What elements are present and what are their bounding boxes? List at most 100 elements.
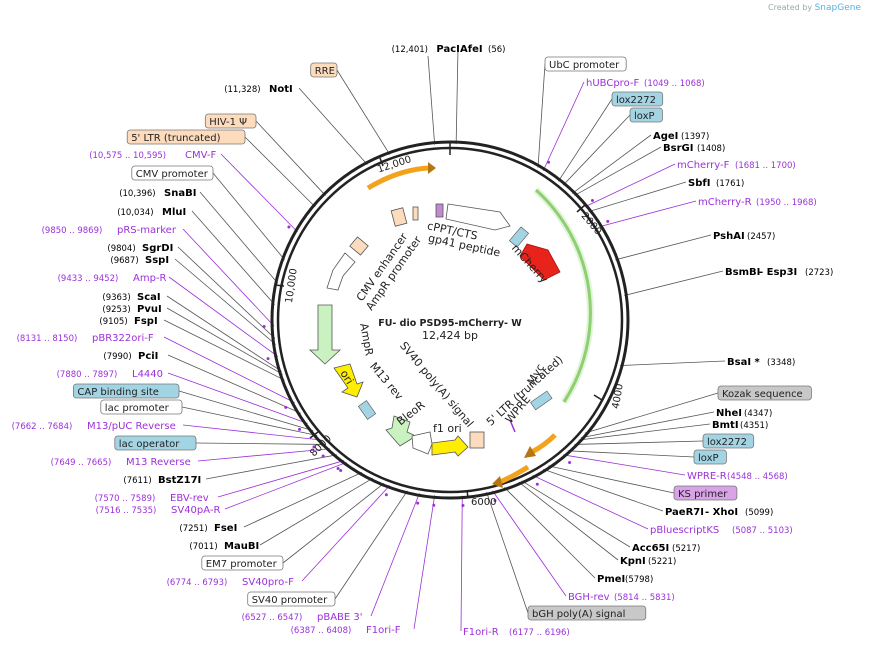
map-label-rre[interactable]: RRE <box>310 62 338 78</box>
map-label-mluI[interactable]: (10,034)MluI <box>117 207 186 218</box>
map-label-pshAI[interactable]: PshAI(2457) <box>713 231 775 242</box>
connector-line <box>166 307 283 375</box>
label-box <box>114 435 197 451</box>
map-label-ebvrev[interactable]: (7570 .. 7589)EBV-rev <box>95 493 209 504</box>
map-label-m13puc[interactable]: (7662 .. 7684)M13/pUC Reverse <box>12 421 176 432</box>
feature-label-bleor: BleoR <box>394 398 427 428</box>
connector-line <box>486 492 529 614</box>
map-label-mchr[interactable]: mCherry-R(1950 .. 1968) <box>698 197 817 208</box>
map-label-bstZ17I[interactable]: (7611)BstZ17I <box>123 475 201 486</box>
label-text: (7011) <box>189 542 217 552</box>
map-label-l4440[interactable]: (7880 .. 7897)L4440 <box>57 369 163 380</box>
map-label-lox1[interactable]: lox2272 <box>611 91 664 107</box>
connector-line <box>205 454 337 480</box>
map-label-wprer[interactable]: WPRE-R(4548 .. 4568) <box>687 471 788 482</box>
primer-mark <box>493 498 497 502</box>
map-label-sbfI[interactable]: SbfI(1761) <box>688 178 744 189</box>
label-text: NheI <box>716 408 742 419</box>
map-label-lacp[interactable]: lac promoter <box>100 399 183 415</box>
map-label-pmeI[interactable]: PmeI(5798) <box>597 574 653 585</box>
map-label-snaBI[interactable]: (10,396)SnaBI <box>119 188 196 199</box>
connector-line <box>413 495 436 630</box>
connector-line <box>167 372 308 424</box>
map-label-kozak[interactable]: Kozak sequence <box>717 385 812 401</box>
map-label-pvuI[interactable]: (9253)PvuI <box>102 304 161 315</box>
primer-mark <box>416 501 420 505</box>
label-text: M13 Reverse <box>126 457 191 468</box>
map-label-mauBI[interactable]: (7011)MauBI <box>189 541 259 552</box>
map-label-bsrgI[interactable]: BsrGI(1408) <box>663 143 725 154</box>
label-text: FspI <box>134 316 158 327</box>
map-label-pbabe[interactable]: (6527 .. 6547)pBABE 3' <box>242 612 363 623</box>
primer-mark <box>432 503 436 507</box>
label-text: (10,396) <box>119 189 155 199</box>
map-label-cmvp[interactable]: CMV promoter <box>131 165 214 181</box>
label-text: (8131 .. 8150) <box>17 334 78 344</box>
map-label-prsm[interactable]: (9850 .. 9869)pRS-marker <box>42 225 177 236</box>
map-label-fspI[interactable]: (9105)FspI <box>99 316 157 327</box>
map-label-ltr5[interactable]: 5' LTR (truncated) <box>126 129 246 145</box>
map-label-pblks[interactable]: pBluescriptKS(5087 .. 5103) <box>650 525 793 536</box>
label-text: (7611) <box>123 476 151 486</box>
label-text: (5798) <box>625 575 653 585</box>
map-label-afeI[interactable]: AfeI(56) <box>460 44 505 55</box>
map-label-pciI[interactable]: (7990)PciI <box>103 351 158 362</box>
map-label-paeR7I[interactable]: PaeR7I- XhoI(5099) <box>665 507 773 518</box>
map-label-nheI[interactable]: NheI(4347) <box>716 408 772 419</box>
map-label-loxp1[interactable]: loxP <box>629 107 663 123</box>
map-label-fseI[interactable]: (7251)FseI <box>179 523 237 534</box>
connector-line <box>167 354 301 414</box>
map-label-sgrDI[interactable]: (9804)SgrDI <box>107 243 173 254</box>
map-label-bghpa[interactable]: bGH poly(A) signal <box>527 605 647 621</box>
connector-line <box>168 276 279 357</box>
map-label-bmtI[interactable]: BmtI(4351) <box>712 420 768 431</box>
orange-arrow-right1-head <box>524 446 536 458</box>
map-label-sspI[interactable]: (9687)SspI <box>110 255 169 266</box>
map-label-lacop[interactable]: lac operator <box>114 435 197 451</box>
map-label-ubc[interactable]: UbC promoter <box>544 56 627 72</box>
map-label-f1orif[interactable]: (6387 .. 6408)F1ori-F <box>291 625 401 636</box>
map-label-mchf[interactable]: mCherry-F(1681 .. 1700) <box>677 160 796 171</box>
connector-line <box>182 228 275 327</box>
map-label-acc65I[interactable]: Acc65I(5217) <box>632 543 700 554</box>
map-label-notI[interactable]: (11,328)NotI <box>224 84 293 95</box>
label-text: NotI <box>269 84 293 95</box>
label-text: AgeI <box>653 131 678 142</box>
ltr-block <box>349 236 369 256</box>
label-text: (1681 .. 1700) <box>735 161 796 171</box>
connector-line <box>548 465 675 494</box>
map-label-scaI[interactable]: (9363)ScaI <box>102 292 160 303</box>
map-label-sv40prof[interactable]: (6774 .. 6793)SV40pro-F <box>167 577 294 588</box>
map-label-bsaI[interactable]: BsaI *(3348) <box>727 357 795 368</box>
label-text: WPRE-R <box>687 471 727 482</box>
tick-label: 4000 <box>611 383 626 410</box>
label-text: PciI <box>138 351 158 362</box>
map-label-hubc[interactable]: hUBCpro-F(1049 .. 1068) <box>586 78 705 89</box>
map-label-m13rev[interactable]: (7649 .. 7665)M13 Reverse <box>51 457 191 468</box>
cppt-arrow <box>445 203 511 231</box>
label-box <box>673 485 738 501</box>
map-label-cap[interactable]: CAP binding site <box>73 383 180 399</box>
label-box <box>544 56 627 72</box>
map-label-em7[interactable]: EM7 promoter <box>201 555 284 571</box>
map-label-kpnI[interactable]: KpnI(5221) <box>620 556 676 567</box>
map-label-ampr_p[interactable]: (9433 .. 9452)Amp-R <box>58 273 167 284</box>
map-label-bsmBI[interactable]: BsmBI- Esp3I(2723) <box>725 267 833 278</box>
map-label-hiv[interactable]: HIV-1 Ψ <box>204 113 257 129</box>
map-label-pacI[interactable]: (12,401)PacI <box>392 44 460 55</box>
map-label-sv40par[interactable]: (7516 .. 7535)SV40pA-R <box>96 505 221 516</box>
bleor-arrow <box>385 415 417 447</box>
label-text: (1397) <box>681 132 709 142</box>
map-label-bghrev[interactable]: BGH-rev(5814 .. 5831) <box>568 592 675 603</box>
map-label-lox2[interactable]: lox2272 <box>702 433 755 449</box>
map-label-pbr322[interactable]: (8131 .. 8150)pBR322ori-F <box>17 333 154 344</box>
label-text: BGH-rev <box>568 592 610 603</box>
map-label-cmvf[interactable]: (10,575 .. 10,595)CMV-F <box>89 150 216 161</box>
map-label-ksp[interactable]: KS primer <box>673 485 738 501</box>
map-label-ageI[interactable]: AgeI(1397) <box>653 131 709 142</box>
label-text: lac promoter <box>105 403 170 414</box>
map-label-f1orir[interactable]: F1ori-R(6177 .. 6196) <box>463 627 570 638</box>
label-text: RRE <box>315 66 335 77</box>
map-label-loxp2[interactable]: loxP <box>693 449 727 465</box>
map-label-sv40p[interactable]: SV40 promoter <box>247 591 336 607</box>
